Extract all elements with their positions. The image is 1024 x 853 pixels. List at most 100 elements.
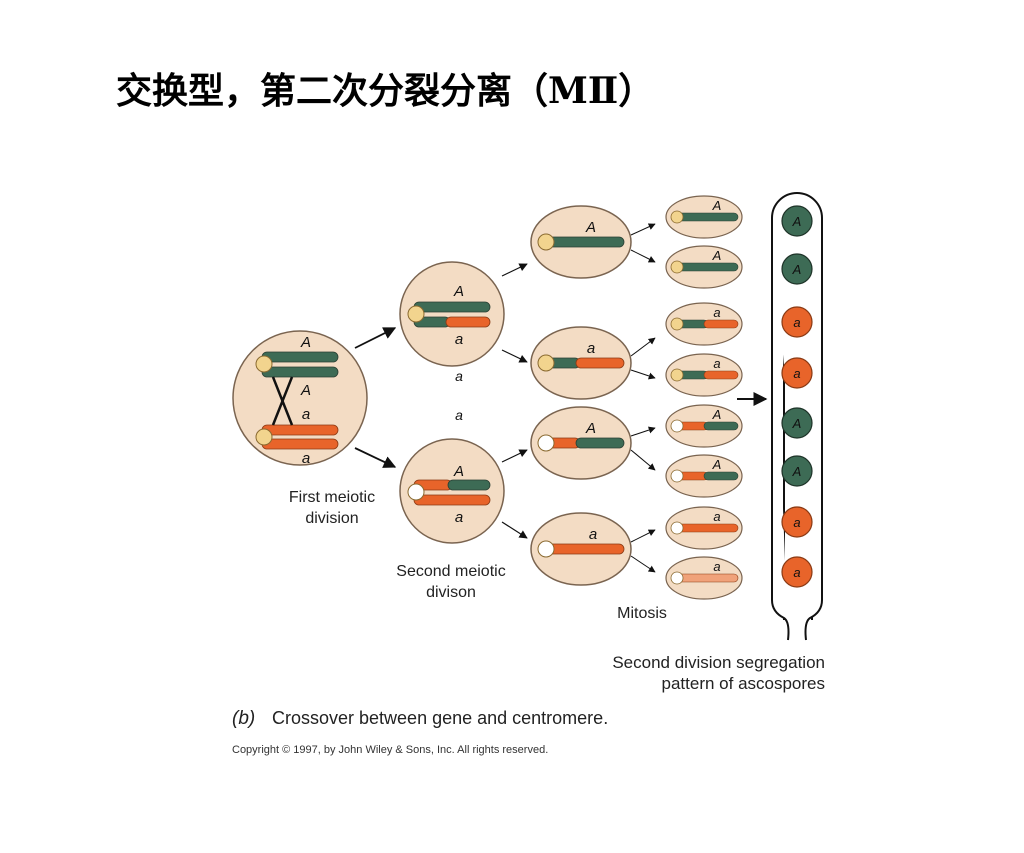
asc4-centromere [670,368,684,382]
ascus-spore-1: A [781,205,813,237]
asc7-allele: a [713,509,720,524]
ascus-spore-4-label: a [793,366,800,381]
asc5-chromatid-right [703,421,739,431]
mit3-centromere [537,434,555,452]
m2b-allele-2: a [455,509,463,526]
mit4-allele: a [589,526,597,543]
arrow-mit2-to-asc4 [630,369,656,380]
slide-title-roman: MⅡ [548,70,619,112]
asc2-chromatid [673,262,739,272]
ascus: A A a a A A a a [771,192,823,641]
mit3-allele: A [585,420,596,437]
meiosis2-cell-bottom: A a [399,438,505,544]
ascus-spore-8-label: a [793,565,800,580]
mitosis-label: Mitosis [617,605,667,622]
centromere-1 [255,355,273,373]
asc1-chromatid [673,212,739,222]
chromatid-green-2 [261,366,339,378]
m2a-below-label: a [455,368,463,384]
arrow-mit2-to-asc3 [630,337,656,357]
chromatid-green-1 [261,351,339,363]
ascus-spore-6-label: A [792,464,802,479]
arrow-m2a-to-mit2 [501,349,528,363]
ascus-spore-5: A [781,407,813,439]
mitosis-cell-1: A [530,205,632,279]
ascospore-cell-8: a [665,556,743,600]
pattern-label-2: pattern of ascospores [662,674,825,693]
ascus-spore-5-label: A [792,416,802,431]
first-division-label-2: division [305,510,358,527]
slide-title-close: ） [618,71,655,112]
ascus-spore-7: a [781,506,813,538]
m2b-chromatid-1-right [447,479,491,491]
asc8-allele: a [713,559,720,574]
ascospore-cell-4: a [665,353,743,397]
ascospore-cell-3: a [665,302,743,346]
mit2-centromere [537,354,555,372]
arrow-m1-to-m2-bottom [354,447,397,468]
centromere-2 [255,428,273,446]
mitosis-cell-3: A [530,406,632,480]
figure-caption: Crossover between gene and centromere. [272,708,608,728]
m2a-chromatid-2-right [445,316,491,328]
mit1-chromatid [543,236,625,248]
first-division-label-1: First meiotic [289,489,375,506]
asc6-allele: A [712,457,722,472]
mitosis-cell-2: a [530,326,632,400]
arrow-m1-to-m2-top [354,327,397,349]
second-division-label-1: Second meiotic [396,563,505,580]
m2b-below-label: a [455,407,463,423]
asc7-centromere [670,521,684,535]
mit1-centromere [537,233,555,251]
arrow-mit1-to-asc1 [630,223,656,236]
ascospore-cell-5: A [665,404,743,448]
asc6-chromatid-right [703,471,739,481]
copyright-notice: Copyright © 1997, by John Wiley & Sons, … [232,744,548,756]
ascus-spore-7-label: a [793,515,800,530]
pattern-label-1: Second division segregation [612,653,825,672]
meiosis2-cell-top: A a [399,261,505,367]
chromatid-orange-1 [261,424,339,436]
asc1-allele: A [712,198,722,213]
mit2-allele: a [587,340,595,357]
slide-title: 交换型，第二次分裂分离（MⅡ） [116,62,654,114]
asc8-chromatid [673,573,739,583]
ascus-spore-2: A [781,253,813,285]
m2a-allele-2: a [455,331,463,348]
arrow-mit3-to-asc5 [630,426,656,437]
asc8-centromere [670,571,684,585]
crossover-line-2 [271,376,294,426]
arrow-m2b-to-mit4 [501,521,528,539]
asc2-centromere [670,260,684,274]
arrow-mit4-to-asc8 [630,555,656,573]
mit2-chromatid-right [575,357,625,369]
mit4-chromatid [543,543,625,555]
asc6-centromere [670,469,684,483]
m2a-chromatid-1 [413,301,491,313]
asc2-allele: A [712,248,722,263]
ascus-spore-2-label: A [792,262,802,277]
ascus-spore-3: a [781,306,813,338]
asc3-chromatid-right [703,319,739,329]
mit1-allele: A [585,219,596,236]
chromatid-orange-2 [261,438,339,450]
ascus-spore-6: A [781,455,813,487]
m1-allele-2: A [300,382,311,399]
ascospore-cell-6: A [665,454,743,498]
meiosis2-cell-top-body [399,261,505,367]
ascus-spore-8: a [781,556,813,588]
ascospore-cell-1: A [665,195,743,239]
ascus-spore-3-label: a [793,315,800,330]
arrow-m2b-to-mit3 [501,449,528,463]
m2b-centromere [407,483,425,501]
arrow-mit4-to-asc7 [630,529,656,543]
slide-title-cn: 交换型，第二次分裂分离（ [116,71,549,112]
asc4-chromatid-right [703,370,739,380]
m1-allele-3: a [302,406,310,423]
m2a-allele-1: A [453,283,464,300]
mitosis-cell-4: a [530,512,632,586]
second-division-label-2: divison [426,584,476,601]
m2a-centromere [407,305,425,323]
panel-letter: (b) [232,708,255,729]
